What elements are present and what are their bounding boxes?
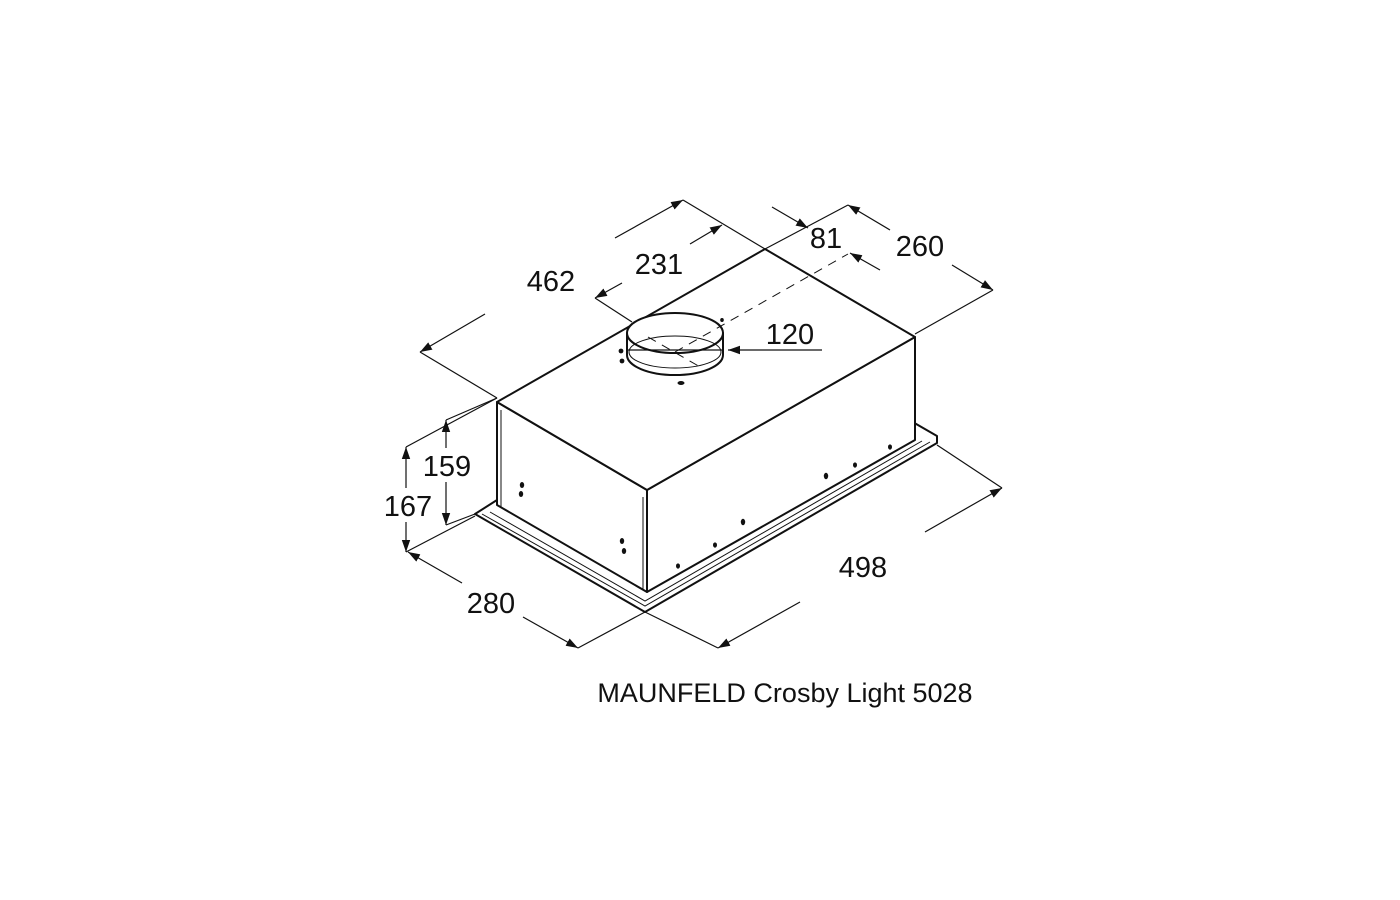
model-caption: MAUNFELD Crosby Light 5028 — [597, 678, 972, 708]
exhaust-duct — [626, 253, 849, 376]
dim-top-depth: 260 — [896, 231, 944, 263]
dim-duct-offset-length: 231 — [635, 249, 683, 281]
dim-body-height: 159 — [423, 451, 471, 483]
hood-body — [496, 248, 916, 593]
screw-holes — [518, 318, 892, 569]
dim-top-length: 462 — [527, 266, 575, 298]
dim-total-height: 167 — [384, 491, 432, 523]
dim-duct-diameter: 120 — [766, 319, 814, 351]
dim-flange-depth: 280 — [467, 588, 515, 620]
dimension-lines — [401, 199, 1003, 649]
dim-duct-offset-depth: 81 — [810, 223, 842, 255]
dim-flange-length: 498 — [839, 552, 887, 584]
